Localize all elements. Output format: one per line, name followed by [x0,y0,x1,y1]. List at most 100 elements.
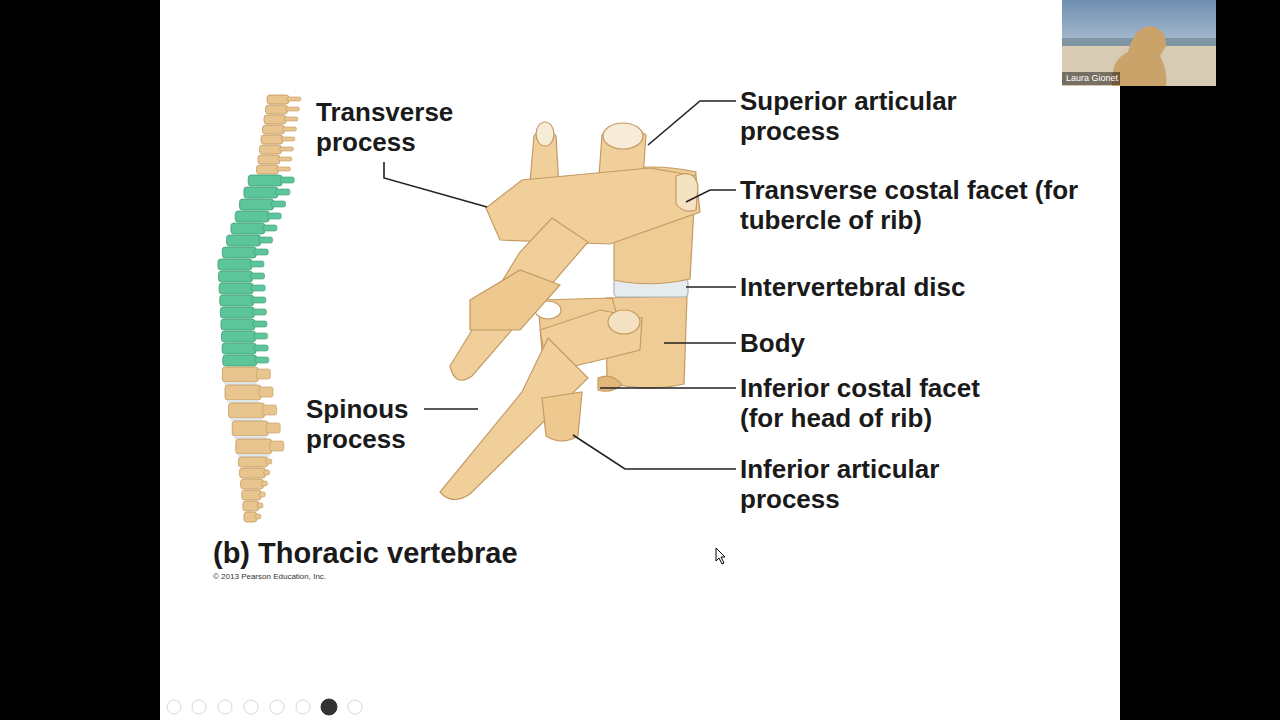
leader-line [686,286,736,288]
spinous-process-shape [259,492,265,497]
vertebra-shape [219,271,253,282]
spinous-process-shape [277,167,291,171]
vertebra-shape [257,165,279,174]
mouse-pointer [716,548,725,564]
figure-title: (b) Thoracic vertebrae [213,536,518,570]
webcam-thumbnail [1062,0,1216,86]
spinous-process-shape [263,405,277,415]
spinous-process-shape [283,127,297,131]
vertebra-shape [222,343,256,354]
leader-line [648,101,736,145]
leader-lines [384,101,736,469]
webcam-sky [1062,0,1216,86]
leader-line [424,408,478,410]
vertebra-shape [222,247,256,258]
leader-line [573,435,736,469]
spinous-process-shape [286,107,300,111]
spinous-process-shape [264,470,270,475]
copyright-note: © 2013 Pearson Education, Inc. [213,572,326,582]
articular-facet [536,122,554,146]
spinous-process-shape [253,321,267,327]
vertebra-shape [260,145,282,154]
vertebra-shape [235,211,269,222]
spinous-process-shape [259,387,273,397]
webcam-name-bar [1062,72,1120,85]
spinous-process-shape [257,503,263,508]
spinous-process-shape [255,514,261,519]
vertebra-shape [221,319,255,330]
leader-line [664,342,736,344]
lamina [470,270,560,330]
transverse-costal-facet [676,174,698,212]
disc-shape [227,400,259,403]
part-label: Spinous process [306,394,436,454]
toolbar-icon [270,700,284,714]
spinous-process-shape [284,117,298,121]
spinous-process-shape [254,345,268,351]
costal-facet [598,376,622,391]
vertebra-shape [222,367,258,382]
vertebra-shape [240,468,266,478]
vertebral-column [218,95,301,522]
vertebra-shape [240,199,274,210]
participant-name: Laura Gionet [1066,73,1118,84]
spinous-process-shape [266,459,272,464]
spinous-process-shape [259,237,273,243]
part-label: Superior articular process [740,86,1000,146]
spinous-process-shape [280,147,294,151]
vertebra-shape [266,105,288,114]
part-label: Inferior articular process [740,454,990,514]
vertebra-shape [241,479,264,489]
spinous-process [450,218,588,380]
vertebra-shape [242,490,262,500]
spinous-process-shape [272,201,286,207]
spinous-process-shape [252,297,266,303]
toolbar-icon [348,700,362,714]
vertebra-shape [258,155,280,164]
toolbar-icon [218,700,232,714]
disc-shape [234,436,266,439]
spinous-process-shape [267,213,281,219]
leader-line [600,387,736,389]
vertebra-shape [248,175,282,186]
thoracic-vertebrae [440,122,700,500]
toolbar-icon [321,699,337,715]
spinous-process-shape [281,137,295,141]
vertebra-shape [229,403,265,418]
process-tip [608,310,640,334]
toolbar-icon [296,700,310,714]
vertebra-shape [238,457,267,467]
transverse-process [486,168,700,244]
spinous-process-shape [252,309,266,315]
vertebra-shape [264,115,286,124]
disc-shape [238,454,270,457]
vertebra-shape [223,355,257,366]
inferior-articular-process [542,392,582,441]
vertebra-shape [232,421,268,436]
vertebra-shape [227,235,261,246]
spinous-process-shape [256,369,270,379]
toolbar-icon [244,700,258,714]
vertebra-shape [244,187,278,198]
vertebra-shape [220,295,254,306]
toolbar-icon [192,700,206,714]
spinous-process-shape [251,273,265,279]
disc-shape [231,418,263,421]
vertebra-shape [218,259,252,270]
spinous-process-shape [278,157,292,161]
vertebra-shape [231,223,265,234]
toolbar-icon [167,700,181,714]
vertebra-shape [236,439,272,454]
spinous-process-shape [250,261,264,267]
vertebra-shape [243,501,259,511]
part-label: Intervertebral disc [740,272,1040,302]
part-label: Inferior costal facet (for head of rib) [740,373,1030,433]
vertebra-shape [263,125,285,134]
vertebra-shape [267,95,289,104]
spinous-process-shape [280,177,294,183]
vertebra-shape [222,331,256,342]
spinous-process-shape [254,249,268,255]
spinous-process-shape [254,333,268,339]
articular-facet [603,123,643,149]
